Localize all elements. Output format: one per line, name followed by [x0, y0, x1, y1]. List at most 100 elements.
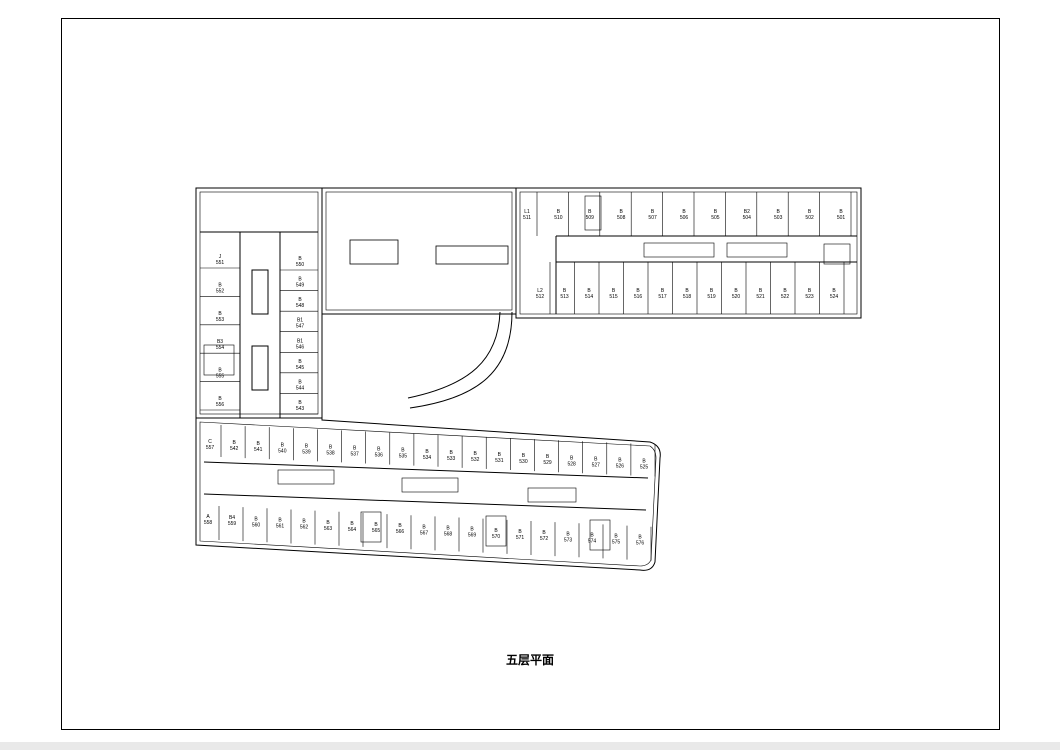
room-number-label: 506 — [680, 215, 689, 221]
ramp — [407, 311, 501, 399]
room-code-label: B — [326, 520, 330, 526]
room-number-label: 503 — [774, 215, 783, 221]
room-code-label: B — [329, 444, 333, 450]
room-number-label: 576 — [636, 541, 645, 547]
room-number-label: 520 — [732, 294, 741, 300]
room-number-label: 552 — [216, 288, 225, 294]
room-number-label: 557 — [206, 445, 215, 451]
room-number-label: 563 — [324, 526, 333, 532]
room-number-label: 512 — [536, 294, 545, 300]
room-code-label: B2 — [744, 209, 750, 215]
room-number-label: 504 — [743, 215, 752, 221]
room-code-label: B — [298, 277, 302, 283]
room-code-label: L1 — [524, 209, 530, 215]
room-code-label: B3 — [217, 339, 223, 345]
room-number-label: 558 — [204, 520, 213, 526]
room-number-label: 521 — [756, 294, 765, 300]
room-code-label: B — [759, 288, 763, 294]
room-number-label: 574 — [588, 538, 597, 544]
room-number-label: 554 — [216, 345, 225, 351]
room-number-label: 550 — [296, 262, 305, 268]
room-number-label: 538 — [326, 450, 335, 456]
room-number-label: 544 — [296, 385, 305, 391]
room-code-label: B — [594, 456, 598, 462]
room-number-label: 551 — [216, 260, 225, 266]
room-code-label: B — [218, 311, 222, 317]
room-code-label: B — [425, 449, 429, 455]
room-code-label: B — [377, 447, 381, 453]
room-number-label: 555 — [216, 374, 225, 380]
room-code-label: B — [298, 400, 302, 406]
room-number-label: 515 — [609, 294, 618, 300]
room-number-label: 560 — [252, 522, 261, 528]
room-code-label: B — [281, 442, 285, 448]
room-code-label: B — [305, 443, 309, 449]
room-code-label: B — [612, 288, 616, 294]
drawing-frame — [61, 18, 1000, 730]
room-number-label: 566 — [396, 529, 405, 535]
room-number-label: 533 — [447, 456, 456, 462]
room-number-label: 540 — [278, 448, 287, 454]
bottom-strip — [0, 742, 1060, 750]
room-code-label: B — [566, 531, 570, 537]
room-number-label: 524 — [830, 294, 839, 300]
room-code-label: B — [642, 459, 646, 465]
room-code-label: B — [498, 452, 502, 458]
room-code-label: B — [614, 534, 618, 540]
room-code-label: B — [218, 282, 222, 288]
room-number-label: 539 — [302, 449, 311, 455]
room-number-label: 530 — [519, 459, 528, 465]
room-code-label: B — [298, 359, 302, 365]
room-number-label: 519 — [707, 294, 716, 300]
room-number-label: 511 — [523, 215, 531, 221]
room-number-label: 562 — [300, 525, 309, 531]
room-code-label: B — [685, 288, 689, 294]
room-code-label: B — [588, 209, 592, 215]
room-code-label: B — [682, 209, 686, 215]
room-number-label: 568 — [444, 532, 453, 538]
room-code-label: B — [542, 530, 546, 536]
room-code-label: B1 — [297, 318, 303, 324]
room-code-label: B — [446, 526, 450, 532]
room-number-label: 545 — [296, 365, 305, 371]
room-code-label: B — [298, 379, 302, 385]
room-number-label: 534 — [423, 455, 432, 461]
room-number-label: 535 — [399, 454, 408, 460]
room-code-label: C — [208, 439, 212, 445]
room-number-label: 564 — [348, 527, 357, 533]
room-code-label: B — [278, 517, 282, 523]
room-code-label: B — [590, 532, 594, 538]
room-number-label: 510 — [554, 215, 563, 221]
room-code-label: B — [546, 454, 550, 460]
room-code-label: B — [401, 448, 405, 454]
room-code-label: B — [218, 368, 222, 374]
room-code-label: B — [563, 288, 567, 294]
room-number-label: 571 — [516, 535, 525, 541]
room-code-label: B — [636, 288, 640, 294]
room-code-label: B — [257, 441, 261, 447]
room-code-label: B — [474, 451, 478, 457]
room-code-label: B — [638, 535, 642, 541]
room-number-label: 532 — [471, 457, 480, 463]
room-number-label: 542 — [230, 446, 239, 452]
room-number-label: 517 — [658, 294, 667, 300]
room-code-label: B — [298, 256, 302, 262]
room-number-label: 575 — [612, 540, 621, 546]
room-code-label: B — [522, 453, 526, 459]
room-number-label: 507 — [648, 215, 657, 221]
room-number-label: 522 — [781, 294, 790, 300]
plan-title: 五层平面 — [505, 653, 554, 667]
room-number-label: 513 — [560, 294, 569, 300]
room-number-label: 514 — [585, 294, 594, 300]
room-number-label: 553 — [216, 317, 225, 323]
room-number-label: 572 — [540, 536, 549, 542]
room-number-label: 543 — [296, 406, 305, 412]
room-code-label: L2 — [537, 288, 543, 294]
room-number-label: 529 — [543, 460, 552, 466]
room-code-label: B — [808, 209, 812, 215]
room-code-label: B — [254, 516, 258, 522]
room-number-label: 541 — [254, 447, 263, 453]
room-number-label: 573 — [564, 537, 573, 543]
room-code-label: B — [832, 288, 836, 294]
